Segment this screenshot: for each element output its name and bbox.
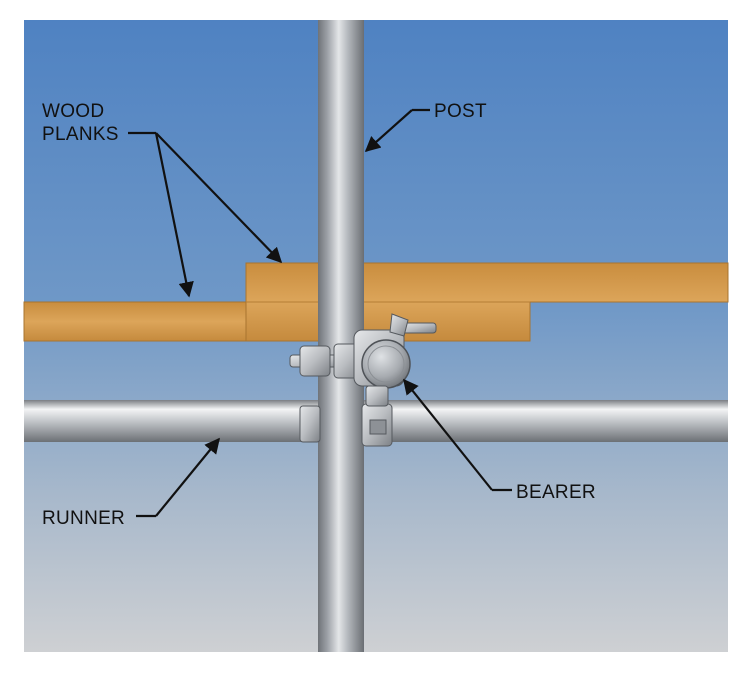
label-wood: WOOD	[42, 101, 104, 122]
bearer-arrow	[403, 378, 493, 491]
post-arrow	[364, 109, 413, 153]
label-runner: RUNNER	[42, 508, 125, 529]
label-bearer: BEARER	[516, 482, 596, 503]
coupler-clamp	[289, 313, 437, 447]
runner-arrow	[155, 437, 220, 517]
callout-wood-planks: WOOD PLANKS	[42, 101, 283, 298]
label-post: POST	[434, 101, 487, 122]
callout-bearer: BEARER	[403, 378, 596, 503]
planks-arrow-upper	[155, 132, 283, 264]
label-planks: PLANKS	[42, 124, 119, 145]
lower-plank	[23, 301, 247, 342]
callout-runner: RUNNER	[42, 437, 220, 529]
planks-arrow-lower	[154, 132, 194, 298]
bearer-tube-end	[361, 339, 411, 389]
wood-planks	[23, 262, 729, 342]
callout-post: POST	[364, 101, 487, 153]
